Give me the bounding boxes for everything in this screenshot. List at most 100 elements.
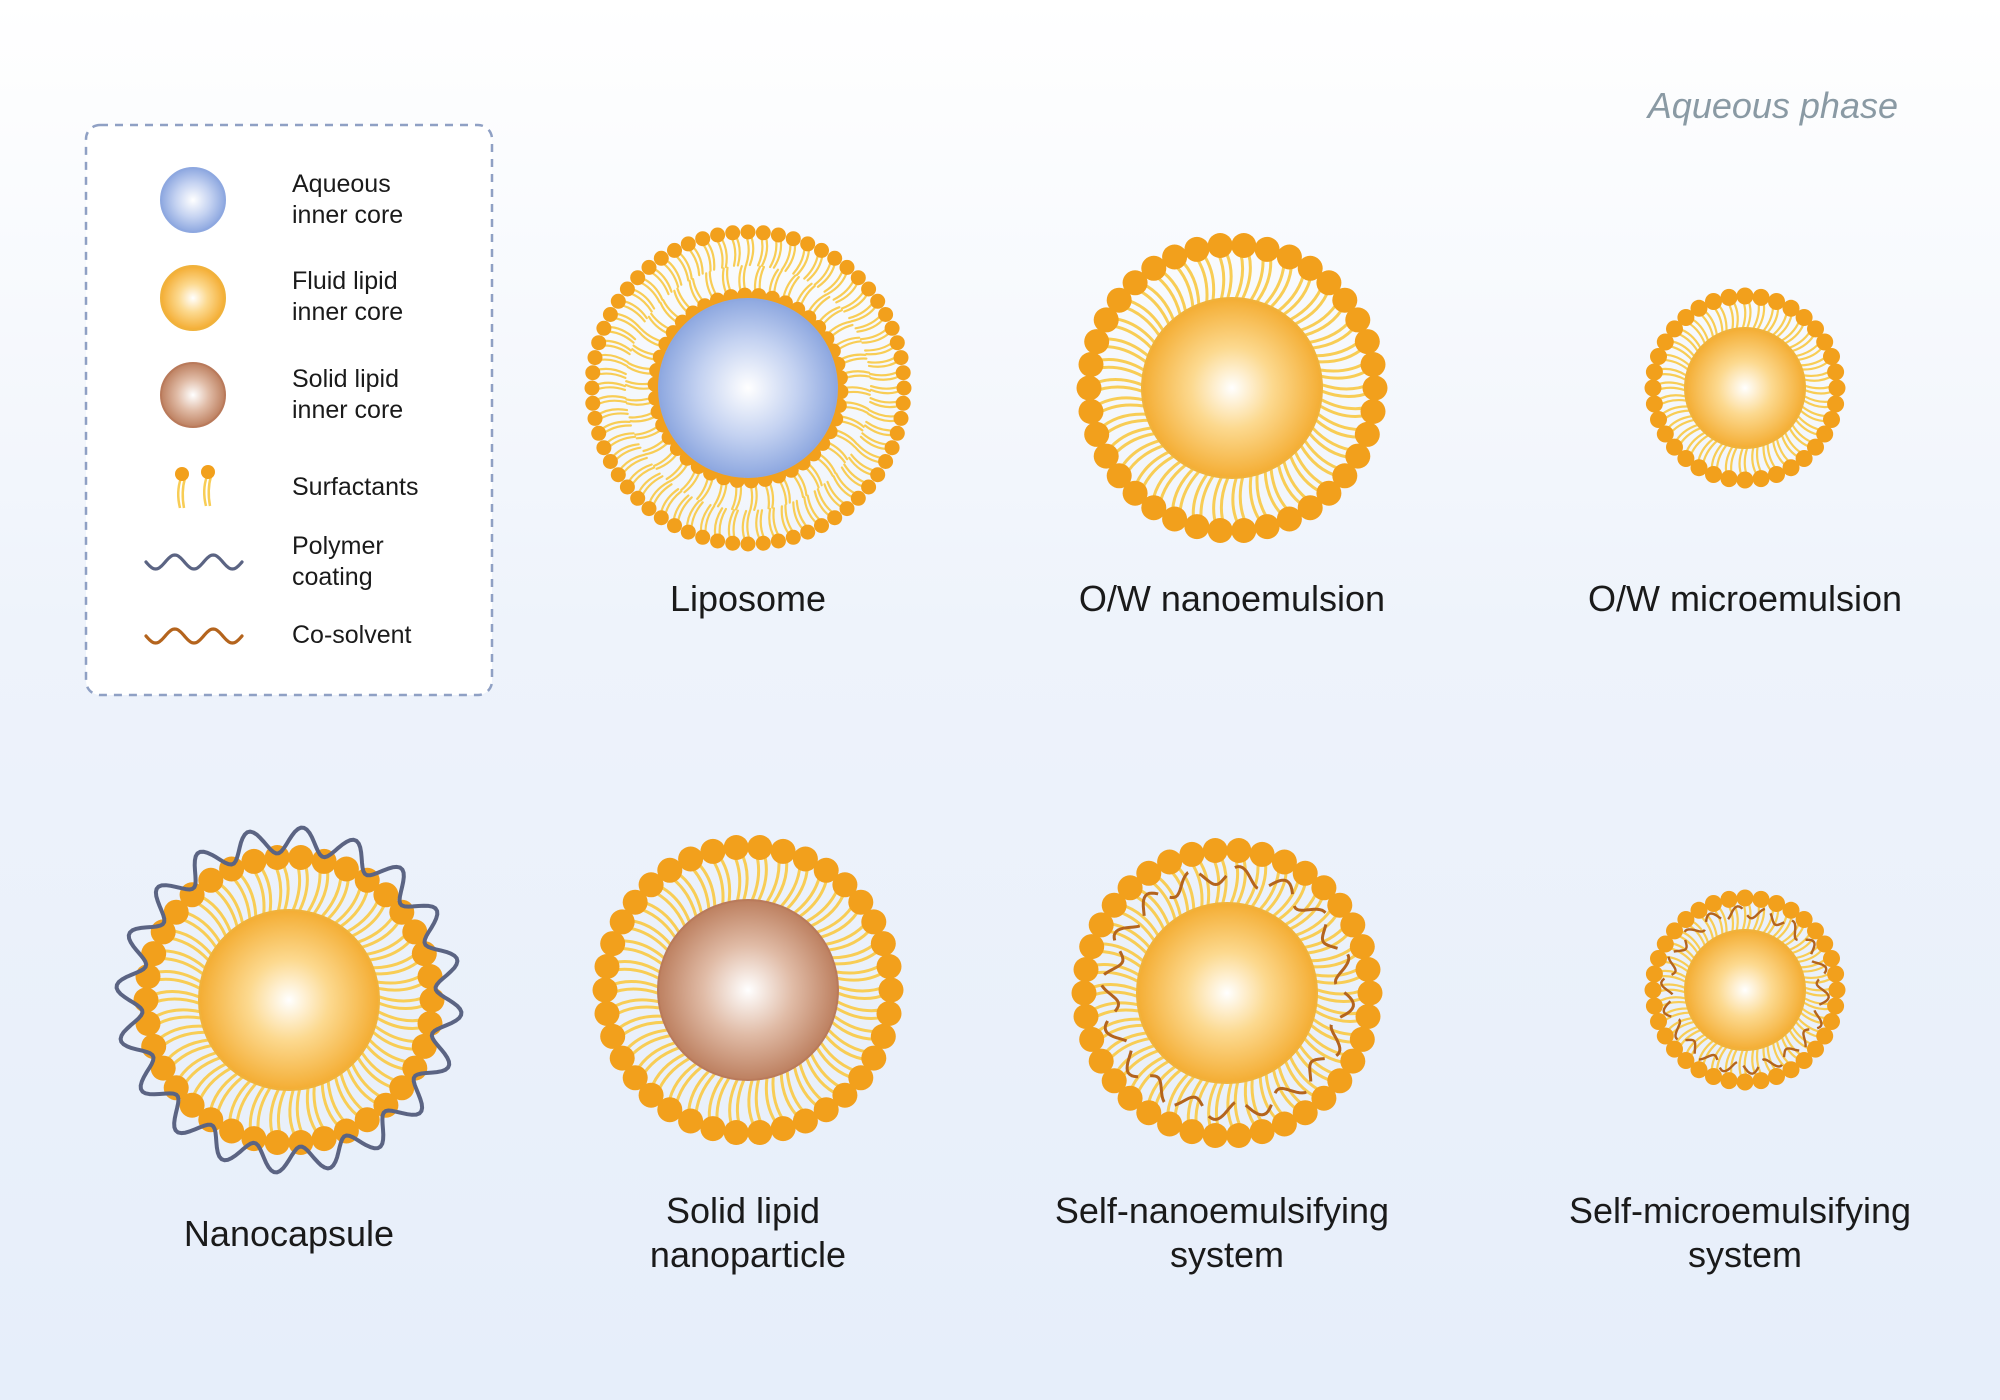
surfactant-head (1093, 307, 1119, 333)
surfactant-head (1362, 375, 1388, 401)
surfactant-head (1807, 1040, 1824, 1058)
surfactant-head (1249, 841, 1275, 867)
surfactant-head (288, 845, 314, 870)
surfactant-head (1207, 233, 1233, 258)
surfactant-head (1141, 495, 1167, 521)
surfactant-head (884, 320, 900, 336)
aqueous-inner-core (658, 298, 838, 478)
surfactant-head (594, 954, 620, 979)
surfactant-head (1782, 299, 1800, 317)
surfactant-head (1816, 425, 1834, 443)
surfactant-head (678, 1108, 704, 1134)
surfactant-head (1690, 299, 1708, 317)
surfactant-head (1752, 1072, 1770, 1090)
surfactant-head (419, 987, 445, 1013)
surfactant-head (141, 941, 167, 967)
surfactant-head (1345, 307, 1371, 333)
surfactant-head (163, 899, 189, 925)
surfactant-head (876, 1001, 902, 1026)
surfactant-head (832, 1082, 858, 1108)
surfactant-head (1122, 270, 1148, 296)
surfactant-head (179, 1092, 205, 1118)
surfactant-head (878, 454, 894, 469)
label-ow-microemulsion: O/W microemulsion (1588, 578, 1902, 619)
ow-nanoemulsion-structure (1076, 233, 1388, 543)
surfactant-head (1101, 1068, 1127, 1094)
legend-label-cosolvent: Co-solvent (292, 621, 412, 649)
surfactant-head (657, 1097, 683, 1123)
surfactant-head (770, 1116, 796, 1142)
surfactant-head (1122, 480, 1148, 506)
surfactant-head (861, 281, 877, 297)
surfactant-head (600, 931, 626, 957)
surfactant-head (630, 490, 646, 506)
surfactant-head (1656, 425, 1674, 443)
surfactant-head (198, 867, 224, 893)
surfactant-head (1276, 244, 1302, 270)
surfactant-head (333, 856, 359, 882)
surfactant-head (1355, 1004, 1381, 1029)
surfactant-head (1084, 421, 1110, 447)
surfactant-head (800, 236, 816, 252)
surfactant-head (1157, 849, 1183, 875)
surfactant-head (800, 524, 816, 540)
surfactant-head (723, 835, 749, 860)
surfactant-head (311, 1126, 337, 1152)
surfactant-head (850, 490, 866, 506)
fluid-inner-core (198, 909, 380, 1091)
surfactant-head (870, 467, 886, 483)
surfactant-head (725, 535, 741, 551)
surfactant-head (878, 307, 894, 322)
surfactant-head (895, 365, 911, 381)
legend-label-polymer: Polymer coating (292, 532, 391, 591)
label-ow-nanoemulsion: O/W nanoemulsion (1079, 578, 1385, 619)
surfactant-head (1827, 997, 1845, 1015)
surfactant-head (1768, 466, 1785, 483)
surfactant-head (1650, 950, 1667, 967)
surfactant-head (1231, 518, 1257, 543)
surfactant-head (1349, 934, 1375, 960)
surfactant-head (1179, 841, 1205, 867)
surfactant-head (609, 909, 635, 935)
surfactant-head (591, 425, 607, 441)
surfactant-head (1823, 950, 1840, 967)
solid-lipid-nanoparticle-structure (592, 835, 904, 1145)
legend-label-surfactant: Surfactants (292, 473, 418, 501)
surfactant-head (1136, 1100, 1162, 1126)
surfactant-head (1292, 860, 1318, 886)
surfactant-icon (175, 465, 215, 509)
surfactant-head (889, 425, 905, 441)
surfactant-head (584, 380, 600, 396)
surfactant-head (1088, 1048, 1114, 1074)
legend-label-aqueous: Aqueous inner core (292, 170, 403, 229)
surfactant-head (1157, 1111, 1183, 1137)
surfactant-head (150, 1055, 176, 1081)
surfactant-head (600, 1023, 626, 1049)
surfactant-head (1690, 1061, 1708, 1079)
surfactant-head (133, 987, 159, 1013)
fluid-inner-core (1141, 297, 1323, 479)
surfactant-head (747, 835, 773, 860)
surfactant-head (1340, 912, 1366, 938)
surfactant-head (1666, 438, 1683, 456)
surfactant-head (1276, 506, 1302, 532)
surfactant-head (1360, 399, 1386, 424)
surfactant-head (1752, 470, 1770, 488)
phase-label: Aqueous phase (1646, 85, 1898, 126)
surfactant-head (602, 307, 618, 322)
surfactant-head (839, 501, 855, 517)
surfactant-head (1705, 895, 1722, 912)
surfactant-head (1795, 1052, 1813, 1069)
surfactant-head (813, 1097, 839, 1123)
surfactant-head (1644, 981, 1662, 999)
fluid-inner-core (1136, 902, 1318, 1084)
label-liposome: Liposome (670, 578, 826, 619)
surfactant-head (1231, 233, 1257, 258)
surfactant-head (596, 320, 612, 336)
legend-box (84, 123, 494, 697)
surfactant-head (770, 838, 796, 864)
surfactant-head (1117, 1085, 1143, 1111)
fluid-inner-core (1684, 327, 1806, 449)
surfactant-head (1084, 329, 1110, 355)
surfactant-head (610, 293, 626, 309)
